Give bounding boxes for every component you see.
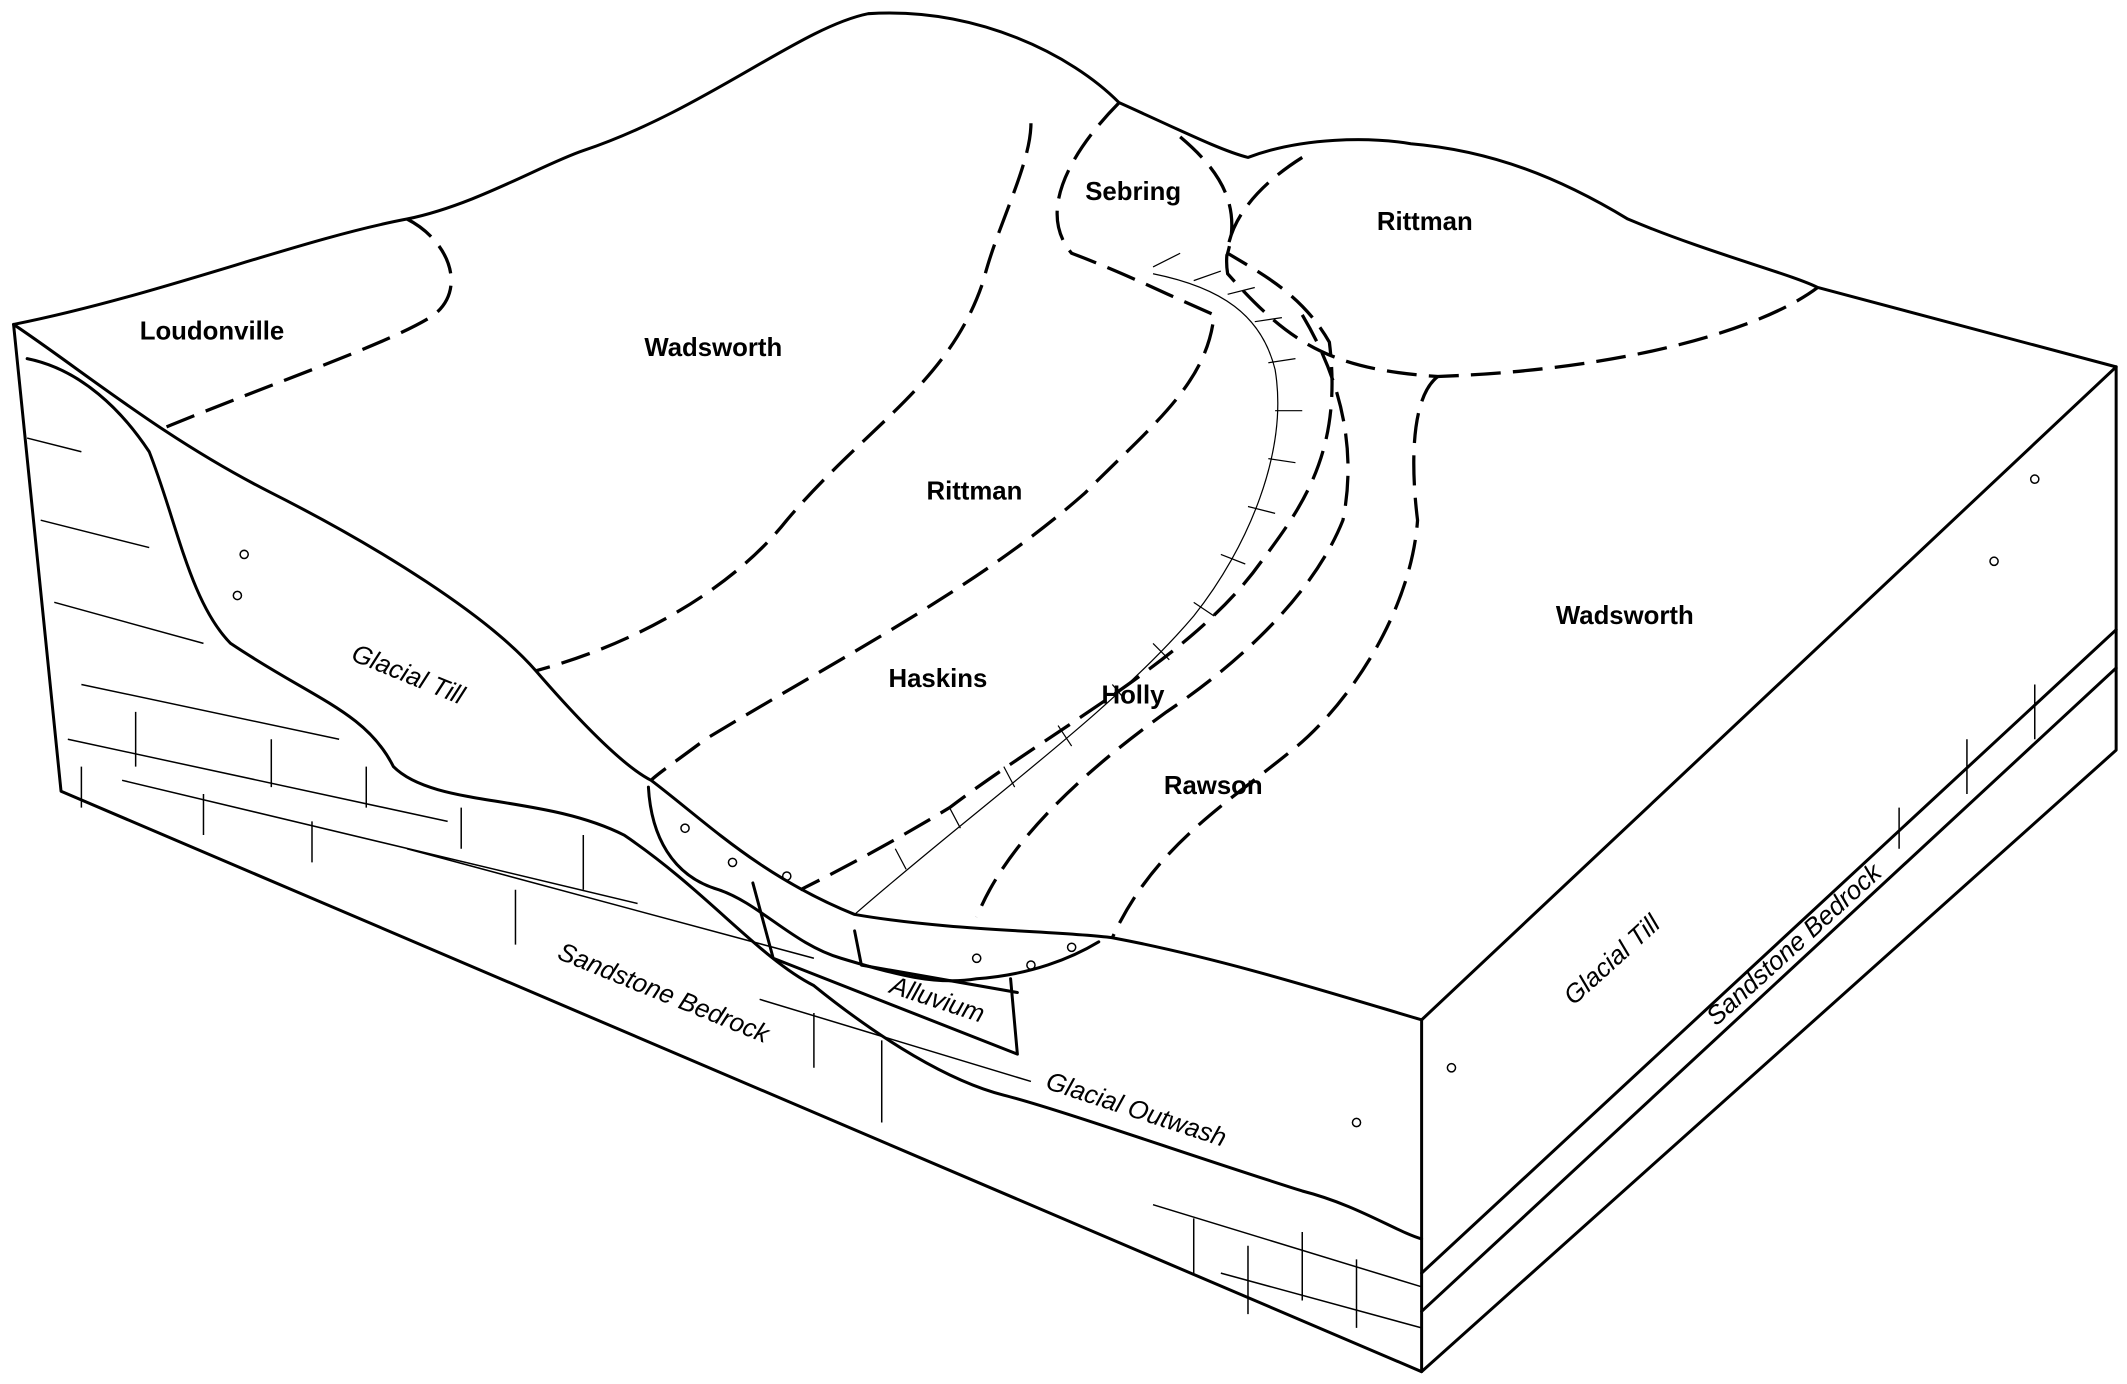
- soil-boundaries: [155, 101, 1819, 939]
- label-wadsworth-left: Wadsworth: [644, 334, 782, 362]
- label-wadsworth-right: Wadsworth: [1556, 602, 1694, 630]
- label-loudonville: Loudonville: [140, 317, 285, 345]
- label-glacial-till-right: Glacial Till: [1559, 909, 1667, 1011]
- label-sandstone-bedrock-right: Sandstone Bedrock: [1701, 857, 1888, 1031]
- label-glacial-till-left: Glacial Till: [348, 639, 470, 710]
- label-sandstone-bedrock-front: Sandstone Bedrock: [554, 938, 775, 1050]
- label-rittman-top: Rittman: [1377, 208, 1473, 236]
- label-glacial-outwash: Glacial Outwash: [1043, 1067, 1230, 1152]
- label-haskins: Haskins: [889, 665, 988, 693]
- label-rittman-center: Rittman: [926, 478, 1022, 506]
- alluvium-deposits: [232, 474, 2040, 1128]
- front-face-strata: [25, 357, 2118, 1329]
- block-outline: [12, 11, 2118, 1374]
- label-holly: Holly: [1101, 682, 1165, 710]
- label-sebring: Sebring: [1085, 178, 1181, 206]
- label-rawson: Rawson: [1164, 772, 1263, 800]
